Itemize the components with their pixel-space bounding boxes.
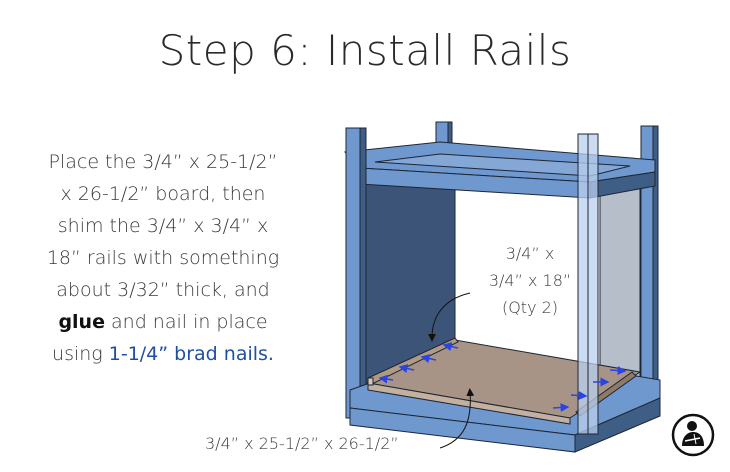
instruction-line: 18” rails with something	[46, 247, 280, 269]
board-callout-arrow	[439, 388, 475, 449]
board-dimension-label: 3/4” x 25-1/2” x 26-1/2”	[205, 434, 399, 453]
instructions-text: Place the 3/4” x 25-1/2” x 26-1/2” board…	[18, 146, 308, 370]
brad-nails-link[interactable]: 1-1/4” brad nails.	[108, 343, 274, 365]
rail-callout-arrow	[428, 292, 471, 342]
nail-arrows	[378, 342, 627, 412]
rail-dimension-label: 3/4” x 3/4” x 18” (Qty 2)	[488, 244, 572, 317]
instruction-line: glue and nail in place	[58, 311, 268, 333]
instruction-line: using 1-1/4” brad nails.	[52, 343, 274, 365]
glue-emphasis: glue	[58, 311, 105, 333]
woodworker-logo-icon	[671, 413, 715, 457]
instruction-line: about 3/32” thick, and	[56, 279, 270, 301]
instruction-line: Place the 3/4” x 25-1/2”	[48, 151, 278, 173]
instruction-line: x 26-1/2” board, then	[60, 183, 266, 205]
page-title: Step 6: Install Rails	[158, 26, 572, 75]
instruction-line: shim the 3/4” x 3/4” x	[57, 215, 269, 237]
